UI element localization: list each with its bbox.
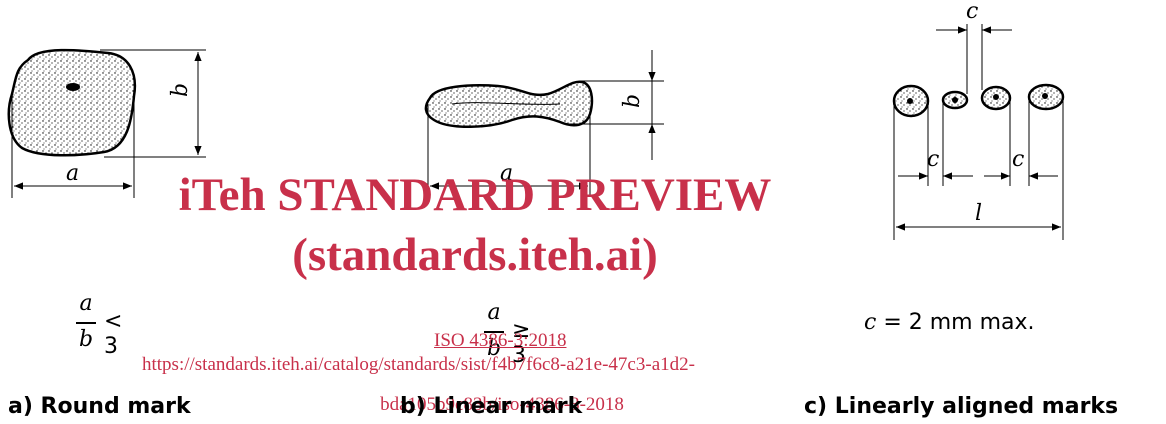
round-condition-relation: < 3 — [104, 309, 123, 359]
round-mark-core — [66, 83, 80, 91]
round-condition-denominator: b — [78, 327, 94, 352]
watermark-title: iTeh STANDARD PREVIEW — [178, 169, 772, 221]
aligned-mark-1-core — [907, 98, 913, 104]
aligned-label-l: l — [975, 201, 982, 226]
aligned-condition-text: = 2 mm max. — [876, 310, 1035, 335]
linear-mark-diagram: b a — [424, 50, 664, 196]
aligned-condition: c = 2 mm max. — [864, 310, 1035, 335]
aligned-condition-variable: c — [864, 310, 877, 335]
round-label-b: b — [168, 83, 193, 97]
round-label-a: a — [66, 161, 79, 186]
watermark-url: https://standards.iteh.ai/catalog/standa… — [142, 354, 695, 375]
caption-linear-mark: b) Linear mark — [400, 394, 583, 419]
watermark-url-tail: bda105b9c83b/iso-4386-3-2018 — [380, 394, 624, 415]
round-condition-numerator: a — [79, 291, 93, 316]
linear-condition-fraction-bar — [484, 331, 504, 333]
round-mark-blob — [7, 48, 137, 157]
aligned-label-c-left: c — [927, 147, 939, 172]
linear-label-b: b — [620, 94, 645, 108]
linear-mark-streak — [451, 102, 561, 105]
aligned-marks-diagram: c c c l — [892, 0, 1065, 240]
linear-label-a: a — [500, 161, 513, 186]
watermark-subtitle: (standards.iteh.ai) — [292, 229, 658, 281]
round-mark-diagram: b a — [7, 48, 206, 198]
aligned-label-c-right: c — [1012, 147, 1024, 172]
aligned-mark-4-core — [1042, 93, 1048, 99]
linear-condition-relation: ≥ 3 — [512, 318, 531, 368]
linear-mark-blob — [424, 80, 594, 128]
round-condition-fraction-bar — [76, 322, 96, 324]
aligned-mark-3-core — [993, 94, 999, 100]
watermark-doc-link[interactable]: ISO 4386-3:2018 — [434, 330, 567, 351]
linear-condition-denominator: b — [486, 336, 502, 361]
caption-aligned-marks: c) Linearly aligned marks — [804, 394, 1119, 419]
caption-round-mark: a) Round mark — [8, 394, 191, 419]
aligned-label-c-top: c — [966, 0, 978, 24]
aligned-mark-2-core — [952, 97, 958, 103]
linear-condition-numerator: a — [487, 300, 501, 325]
